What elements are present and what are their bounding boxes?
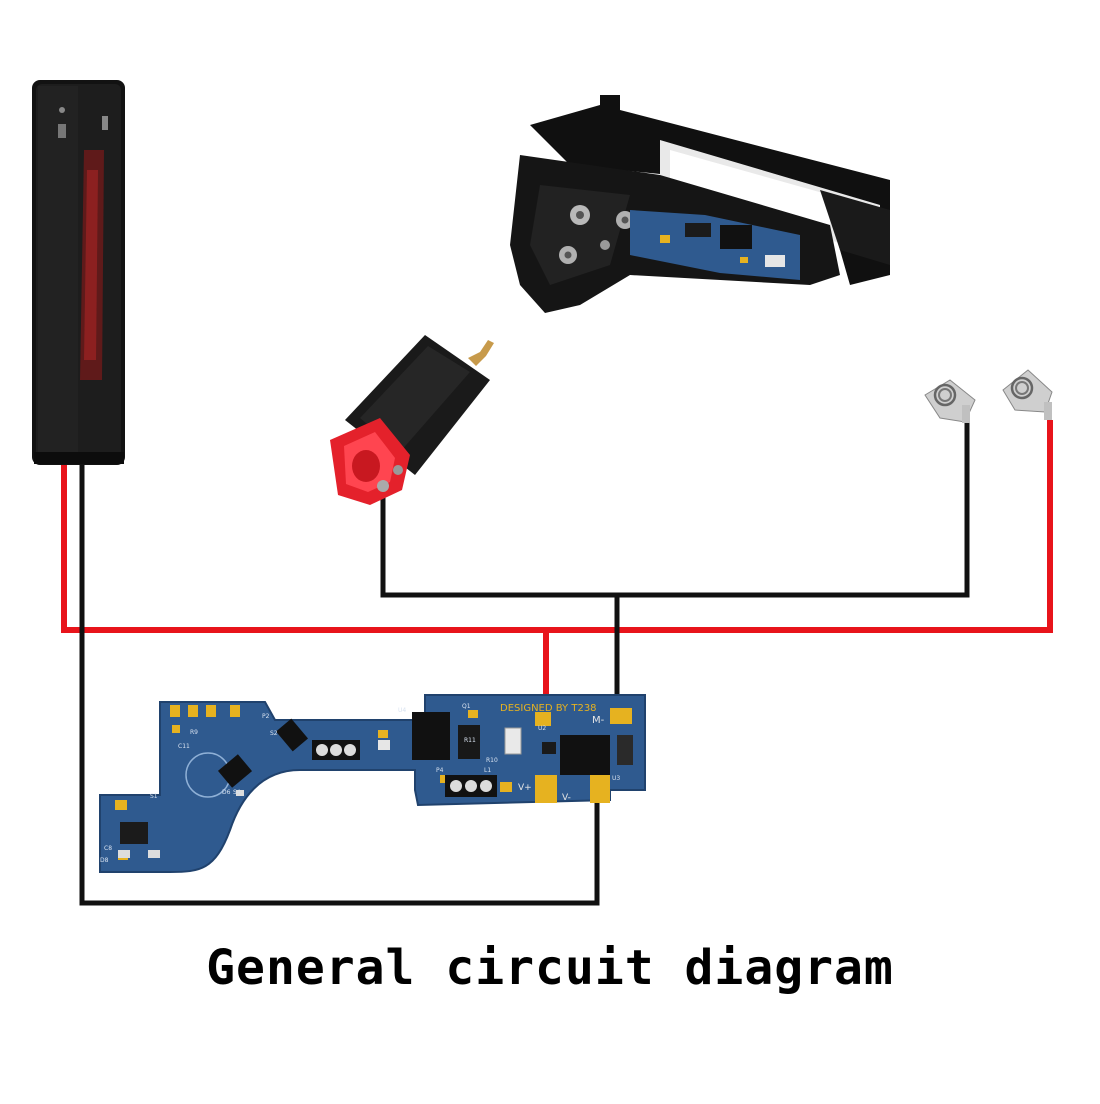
battery-positive-pad-label: V+ xyxy=(518,783,532,793)
ref-label: C11 xyxy=(178,743,190,750)
ref-label: R9 xyxy=(190,729,198,736)
trigger-contact-right xyxy=(1002,369,1053,420)
ref-label: U2 xyxy=(538,725,546,732)
ref-label: S1 xyxy=(150,793,158,800)
ref-label: L1 xyxy=(484,767,491,774)
ref-label: P4 xyxy=(436,767,444,774)
ref-label: U3 xyxy=(612,775,620,782)
controller-chip xyxy=(412,712,450,760)
mosfet-board: DESIGNED BY T238 M- V+ V- U4 Q1 U2 U3 P2… xyxy=(99,694,646,873)
designer-label: DESIGNED BY T238 xyxy=(500,703,597,714)
motor xyxy=(330,335,494,505)
motor-negative-pad-label: M- xyxy=(592,715,605,726)
ref-label: D8 xyxy=(100,857,109,864)
ref-label: R10 xyxy=(486,757,498,764)
battery-negative-pad-label: V- xyxy=(562,793,571,803)
trigger-contacts xyxy=(924,369,1053,423)
pcb-outline xyxy=(99,694,646,873)
ref-label: S2 xyxy=(270,730,278,737)
reference-designators: U4 Q1 U2 U3 P2 S2 P4 R9 C11 D6 S4 S1 C8 … xyxy=(100,703,620,864)
gearbox xyxy=(510,95,890,313)
ref-label: U4 xyxy=(398,707,406,714)
ref-label: Q1 xyxy=(462,703,471,710)
motor-lead-wire xyxy=(380,420,970,598)
diagram-caption: General circuit diagram xyxy=(206,940,894,996)
ref-label: C8 xyxy=(104,845,112,852)
battery xyxy=(32,80,125,465)
ref-label: S4 xyxy=(233,789,241,796)
positive-wire xyxy=(61,420,1053,633)
ref-label: P2 xyxy=(262,713,270,720)
ref-label: D6 xyxy=(222,789,231,796)
ref-label: R11 xyxy=(464,737,476,744)
trigger-contact-left xyxy=(924,379,976,423)
wires xyxy=(61,420,1053,906)
negative-wire xyxy=(79,462,600,906)
